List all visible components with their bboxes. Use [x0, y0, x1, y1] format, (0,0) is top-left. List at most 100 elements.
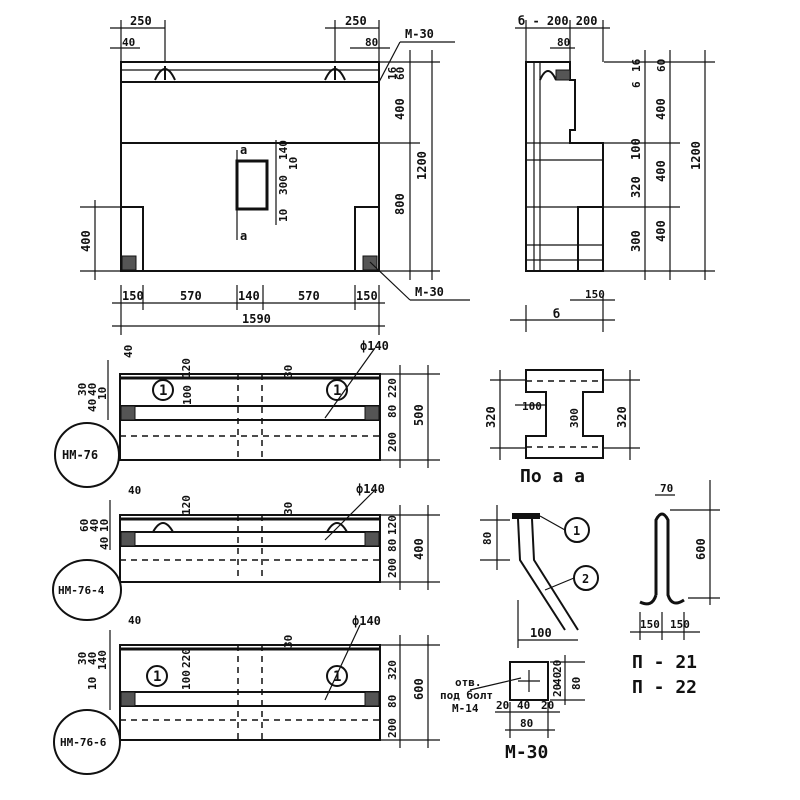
dim-bottom-e: 150: [356, 289, 378, 303]
embed-bottom-label: M-30: [415, 285, 444, 299]
nm76-dim-right-c: 200: [386, 432, 399, 452]
nm76-6-dim-right-total: 600: [412, 678, 426, 700]
loop-dim-100: 100: [530, 626, 552, 640]
nm76-6-dim-left-b: 40: [86, 652, 99, 665]
nm76-6-dim-left-a: 30: [76, 652, 89, 665]
nm76-6-dim-right-c: 200: [386, 718, 399, 738]
opening-dim-10b: 10: [277, 209, 290, 222]
dim-top-left: 250: [130, 14, 152, 28]
recess-right: [354, 206, 380, 272]
section-aa-dim-inner-a: 100: [522, 400, 542, 413]
loop-callout-1-leader: [539, 515, 566, 531]
loop-callout-1-circle: [564, 517, 590, 543]
side-dim-r-h: 300: [629, 230, 643, 252]
side-dim-top: б - 200 200: [518, 14, 597, 28]
loop-rod-a: [517, 518, 566, 631]
side-view: б - 200 200 80 6 16 60 400 100 320 400 3…: [510, 14, 715, 332]
nm76-4-dim-right-total: 400: [412, 538, 426, 560]
nm76-4-dim-left-b: 40: [88, 519, 101, 532]
dim-bottom-d: 570: [298, 289, 320, 303]
hook-label-1: П - 21: [632, 652, 697, 673]
hook-dim-top: 70: [660, 482, 673, 495]
nm76-embed-right: [364, 405, 380, 421]
nm76-dim-100: 100: [181, 385, 194, 405]
side-embed: [555, 69, 571, 81]
nm76-6-dim-220: 220: [180, 648, 193, 668]
opening-dim-140: 140: [277, 140, 290, 160]
nm76-6-embed-right: [364, 691, 380, 707]
front-view: а а 300 140 10 10 250 40 250 80 M-30 400…: [79, 14, 470, 335]
nm76-4-label-circle: [52, 559, 122, 621]
nm76-6-dim-left-d: 10: [86, 677, 99, 690]
side-profile: [525, 61, 604, 272]
side-dim-r-a: 6: [630, 81, 643, 88]
plate-m30-label: М-30: [505, 742, 548, 763]
loop-plate: [512, 513, 540, 519]
leader-m30-bottom: [369, 261, 411, 301]
nm76-dim-right-a: 220: [386, 378, 399, 398]
side-dim-r-c: 60: [655, 59, 668, 72]
nm76-4-diameter: ф140: [356, 482, 385, 496]
loop-callout-1: 1: [573, 524, 580, 538]
section-aa-dim-inner-b: 300: [568, 408, 581, 428]
loop-callout-2-leader: [544, 577, 575, 591]
nm76-dim-left-a: 10: [96, 387, 109, 400]
dim-top-right-small: 80: [365, 36, 378, 49]
loop-callout-2-circle: [573, 565, 599, 591]
nm76-6-label: НМ-76-6: [60, 736, 107, 749]
dim-bottom-total: 1590: [242, 312, 271, 326]
nm76-4-outline: [119, 514, 381, 583]
side-dim-bottom-b: б: [553, 307, 560, 321]
opening-dim-10a: 10: [287, 157, 300, 170]
nm76-4-embed-left: [120, 531, 136, 547]
dim-right-tiny: 16: [386, 66, 399, 80]
dim-bottom-a: 150: [122, 289, 144, 303]
plate-m30-leader: [469, 677, 522, 691]
dim-left-lower: 400: [79, 230, 93, 252]
plate-m30-dim-80: 80: [520, 717, 533, 730]
nm76-6-dim-30: 30: [282, 635, 295, 648]
plate-m30: отв. под болт М-14 20 40 20 80 20 40 20 …: [440, 655, 585, 763]
section-aa: 320 100 300 320 По а а: [484, 369, 640, 487]
nm76-4-leader: [324, 489, 376, 541]
side-dim-bottom-150: 150: [585, 288, 605, 301]
nm76-6-mark-right: 1: [333, 669, 341, 685]
nm76-mark-circle-left: [152, 379, 174, 401]
dim-bottom-c: 140: [238, 289, 260, 303]
dim-top-right: 250: [345, 14, 367, 28]
plate-m30-note-2: под болт: [440, 689, 493, 702]
nm76-6-dim-right-a: 320: [386, 660, 399, 680]
hook-rod-right: [654, 512, 685, 605]
nm76-4-dim-120: 120: [180, 495, 193, 515]
side-dim-r-g: 400: [654, 160, 668, 182]
plate-m30-dim-side-a: 20: [551, 660, 564, 673]
nm76-6-embed-left: [120, 691, 136, 707]
section-aa-dim-right: 320: [615, 406, 629, 428]
nm76-6-label-circle: [53, 709, 121, 775]
dim-bottom-b: 570: [180, 289, 202, 303]
nm76-dim-120: 120: [180, 358, 193, 378]
nm76-dim-left-c: 30: [76, 383, 89, 396]
hook-dim-150a: 150: [640, 618, 660, 631]
side-dim-r-i: 400: [654, 220, 668, 242]
nm76-outline: [119, 373, 381, 461]
nm76-mark-right: 1: [333, 383, 341, 399]
side-dim-top-small: 80: [557, 36, 570, 49]
section-aa-dim-left: 320: [484, 406, 498, 428]
hook-rod-left: [639, 594, 658, 606]
plate-m30-dim-20a: 20: [496, 699, 509, 712]
opening: [235, 159, 269, 211]
hook-detail: 70 600 150 150 П - 21 П - 22: [630, 480, 720, 698]
nm76-4-loop-right: [326, 522, 348, 533]
nm76-6-dim-left-c: 140: [96, 650, 109, 670]
plate-m30-dim-20b: 20: [541, 699, 554, 712]
nm76-4-dim-right-a: 120: [386, 515, 399, 535]
plate-m30-note-1: отв.: [455, 676, 482, 689]
dim-right-small: 60: [394, 67, 407, 80]
side-dim-r-d: 400: [654, 98, 668, 120]
opening-mark-bottom: а: [240, 229, 247, 243]
loop-detail: 1 2 80 100: [480, 505, 599, 648]
nm76-leader: [324, 347, 376, 419]
front-view-outline: [120, 61, 380, 272]
